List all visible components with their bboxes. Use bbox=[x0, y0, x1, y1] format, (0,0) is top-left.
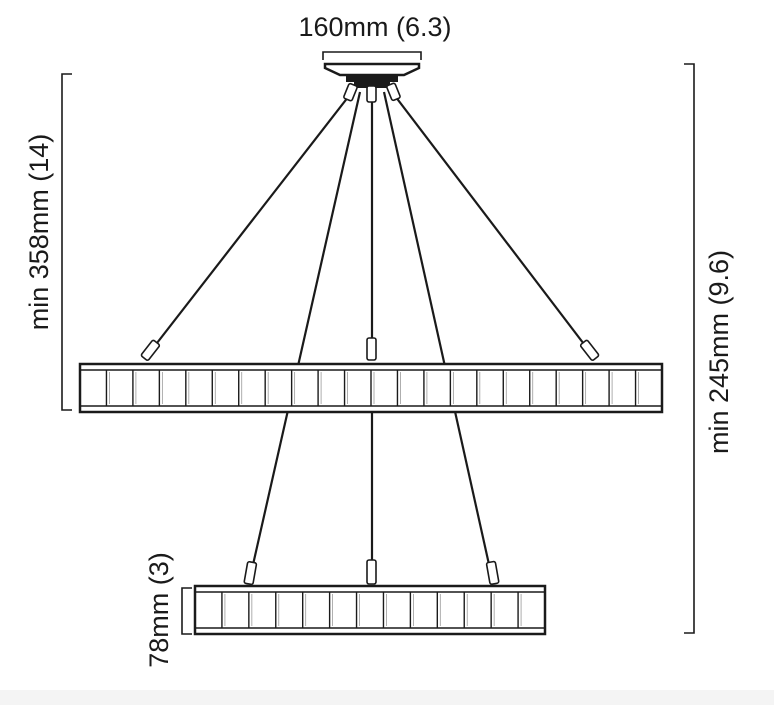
lower-ring-segments bbox=[221, 592, 522, 628]
suspension-cables bbox=[149, 91, 591, 579]
drawing-background bbox=[0, 0, 774, 690]
ceiling-canopy bbox=[323, 62, 421, 88]
upper-ring-segments bbox=[105, 370, 639, 406]
upper-ring-grips bbox=[140, 337, 600, 361]
ring-height-dimension: 78mm (3) bbox=[144, 552, 192, 668]
canopy-width-dimension: 160mm (6.3) bbox=[298, 12, 452, 60]
lower-drop-label: min 245mm (9.6) bbox=[704, 250, 734, 454]
canopy-width-label: 160mm (6.3) bbox=[298, 12, 451, 42]
canopy-cable-grips bbox=[343, 82, 401, 103]
lower-ring-band bbox=[193, 584, 547, 636]
upper-drop-label: min 358mm (14) bbox=[24, 134, 54, 331]
canopy-width-bracket bbox=[322, 51, 422, 60]
lower-drop-dimension: min 245mm (9.6) bbox=[684, 63, 734, 634]
upper-drop-bracket bbox=[61, 73, 72, 411]
lower-drop-bracket bbox=[684, 63, 695, 634]
upper-ring bbox=[78, 337, 664, 414]
ring-height-bracket bbox=[181, 587, 192, 635]
lower-ring bbox=[193, 559, 547, 636]
ring-height-label: 78mm (3) bbox=[144, 552, 174, 668]
upper-drop-dimension: min 358mm (14) bbox=[24, 73, 72, 411]
lower-ring-grips bbox=[243, 559, 500, 586]
